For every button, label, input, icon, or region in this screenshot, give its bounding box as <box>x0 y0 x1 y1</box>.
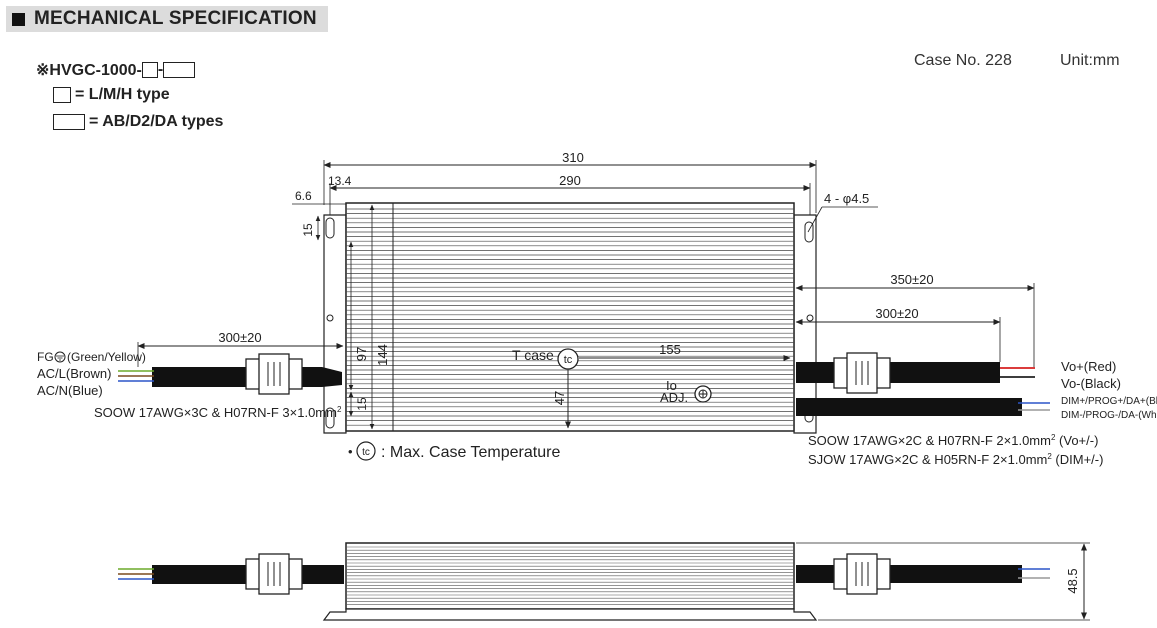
side-output-connector <box>833 553 891 595</box>
housing-body <box>345 202 795 432</box>
option-box-large <box>53 114 85 130</box>
dim-6-6-label: 6.6 <box>295 189 312 203</box>
left-flange <box>323 214 347 434</box>
dim-310-label: 310 <box>562 150 584 165</box>
model-prefix: ※HVGC-1000- <box>36 62 142 79</box>
output-cable-spec-2: SJOW 17AWG×2C & H05RN-F 2×1.0mm2 (DIM+/-… <box>808 452 1103 467</box>
section-title: MECHANICAL SPECIFICATION <box>34 8 317 29</box>
input-fg-color-label: (Green/Yellow) <box>67 350 146 364</box>
dim-47-label: 47 <box>552 391 567 405</box>
side-base-plate <box>322 608 818 621</box>
tc-marker-label: tc <box>564 354 573 366</box>
dim-48-5-label: 48.5 <box>1065 568 1080 593</box>
side-fins <box>346 546 794 605</box>
section-header: MECHANICAL SPECIFICATION <box>6 6 328 32</box>
model-option-1: = L/M/H type <box>53 86 170 104</box>
cooling-fins <box>346 208 794 426</box>
dim-350-label: 350±20 <box>890 272 933 287</box>
tcase-label: T case <box>512 347 554 363</box>
input-fg-label: FG <box>37 350 54 364</box>
model-box-large <box>163 62 196 78</box>
hole-left <box>326 314 334 322</box>
input-acl-label: AC/L(Brown) <box>37 366 111 381</box>
option-2-text: = AB/D2/DA types <box>89 113 224 130</box>
model-box-small <box>141 62 158 78</box>
option-box-small <box>53 87 71 103</box>
side-view: 48.5 <box>118 542 1090 621</box>
tc-note-icon-label: tc <box>362 447 370 458</box>
option-1-text: = L/M/H type <box>75 86 170 103</box>
ground-icon <box>54 351 66 363</box>
unit-label: Unit:mm <box>1060 52 1120 69</box>
dim-300-left-label: 300±20 <box>218 330 261 345</box>
output-vo-minus-label: Vo-(Black) <box>1061 376 1121 391</box>
model-option-2: = AB/D2/DA types <box>53 113 223 131</box>
input-cable-spec: SOOW 17AWG×3C & H07RN-F 3×1.0mm2 <box>94 405 342 420</box>
model-dash: - <box>157 61 164 78</box>
case-number: Case No. 228 <box>914 52 1012 69</box>
dim-155-label: 155 <box>659 342 681 357</box>
output-vo-plus-label: Vo+(Red) <box>1061 359 1116 374</box>
slot-top-left <box>325 217 335 239</box>
tc-marker-icon <box>557 348 579 370</box>
output-dim-plus-label: DIM+/PROG+/DA+(Blue) <box>1061 396 1157 407</box>
dim-300-right-label: 300±20 <box>875 306 918 321</box>
side-input-connector <box>245 553 303 595</box>
input-connector <box>245 353 303 395</box>
tc-note-text: : Max. Case Temperature <box>381 444 560 461</box>
slot-bottom-left <box>325 407 335 429</box>
output-cable-spec-1: SOOW 17AWG×2C & H07RN-F 2×1.0mm2 (Vo+/-) <box>808 433 1098 448</box>
model-code: ※HVGC-1000- - <box>36 60 196 80</box>
side-output-cable <box>796 565 1022 583</box>
top-view: tc T case Io ADJ. 155 47 <box>37 150 1157 467</box>
dim-15-bottom-label: 15 <box>355 397 369 411</box>
dim-13-4-label: 13.4 <box>328 174 352 188</box>
tc-note-bullet: • <box>348 444 353 459</box>
hole-spec-label: 4 - φ4.5 <box>824 191 869 206</box>
dim-144-label: 144 <box>375 344 390 366</box>
io-label: Io <box>666 378 677 393</box>
adj-label: ADJ. <box>660 390 688 405</box>
output-connector <box>833 352 891 394</box>
dim-290-label: 290 <box>559 173 581 188</box>
output-dim-minus-label: DIM-/PROG-/DA-(White) <box>1061 410 1157 421</box>
tc-note-icon <box>356 441 376 461</box>
input-acn-label: AC/N(Blue) <box>37 383 103 398</box>
header-square-icon <box>12 12 25 26</box>
output-cable-vo <box>796 362 1000 383</box>
dim-15-top-label: 15 <box>301 223 315 237</box>
dim-97-label: 97 <box>354 347 369 361</box>
output-cable-dim <box>796 398 1022 416</box>
